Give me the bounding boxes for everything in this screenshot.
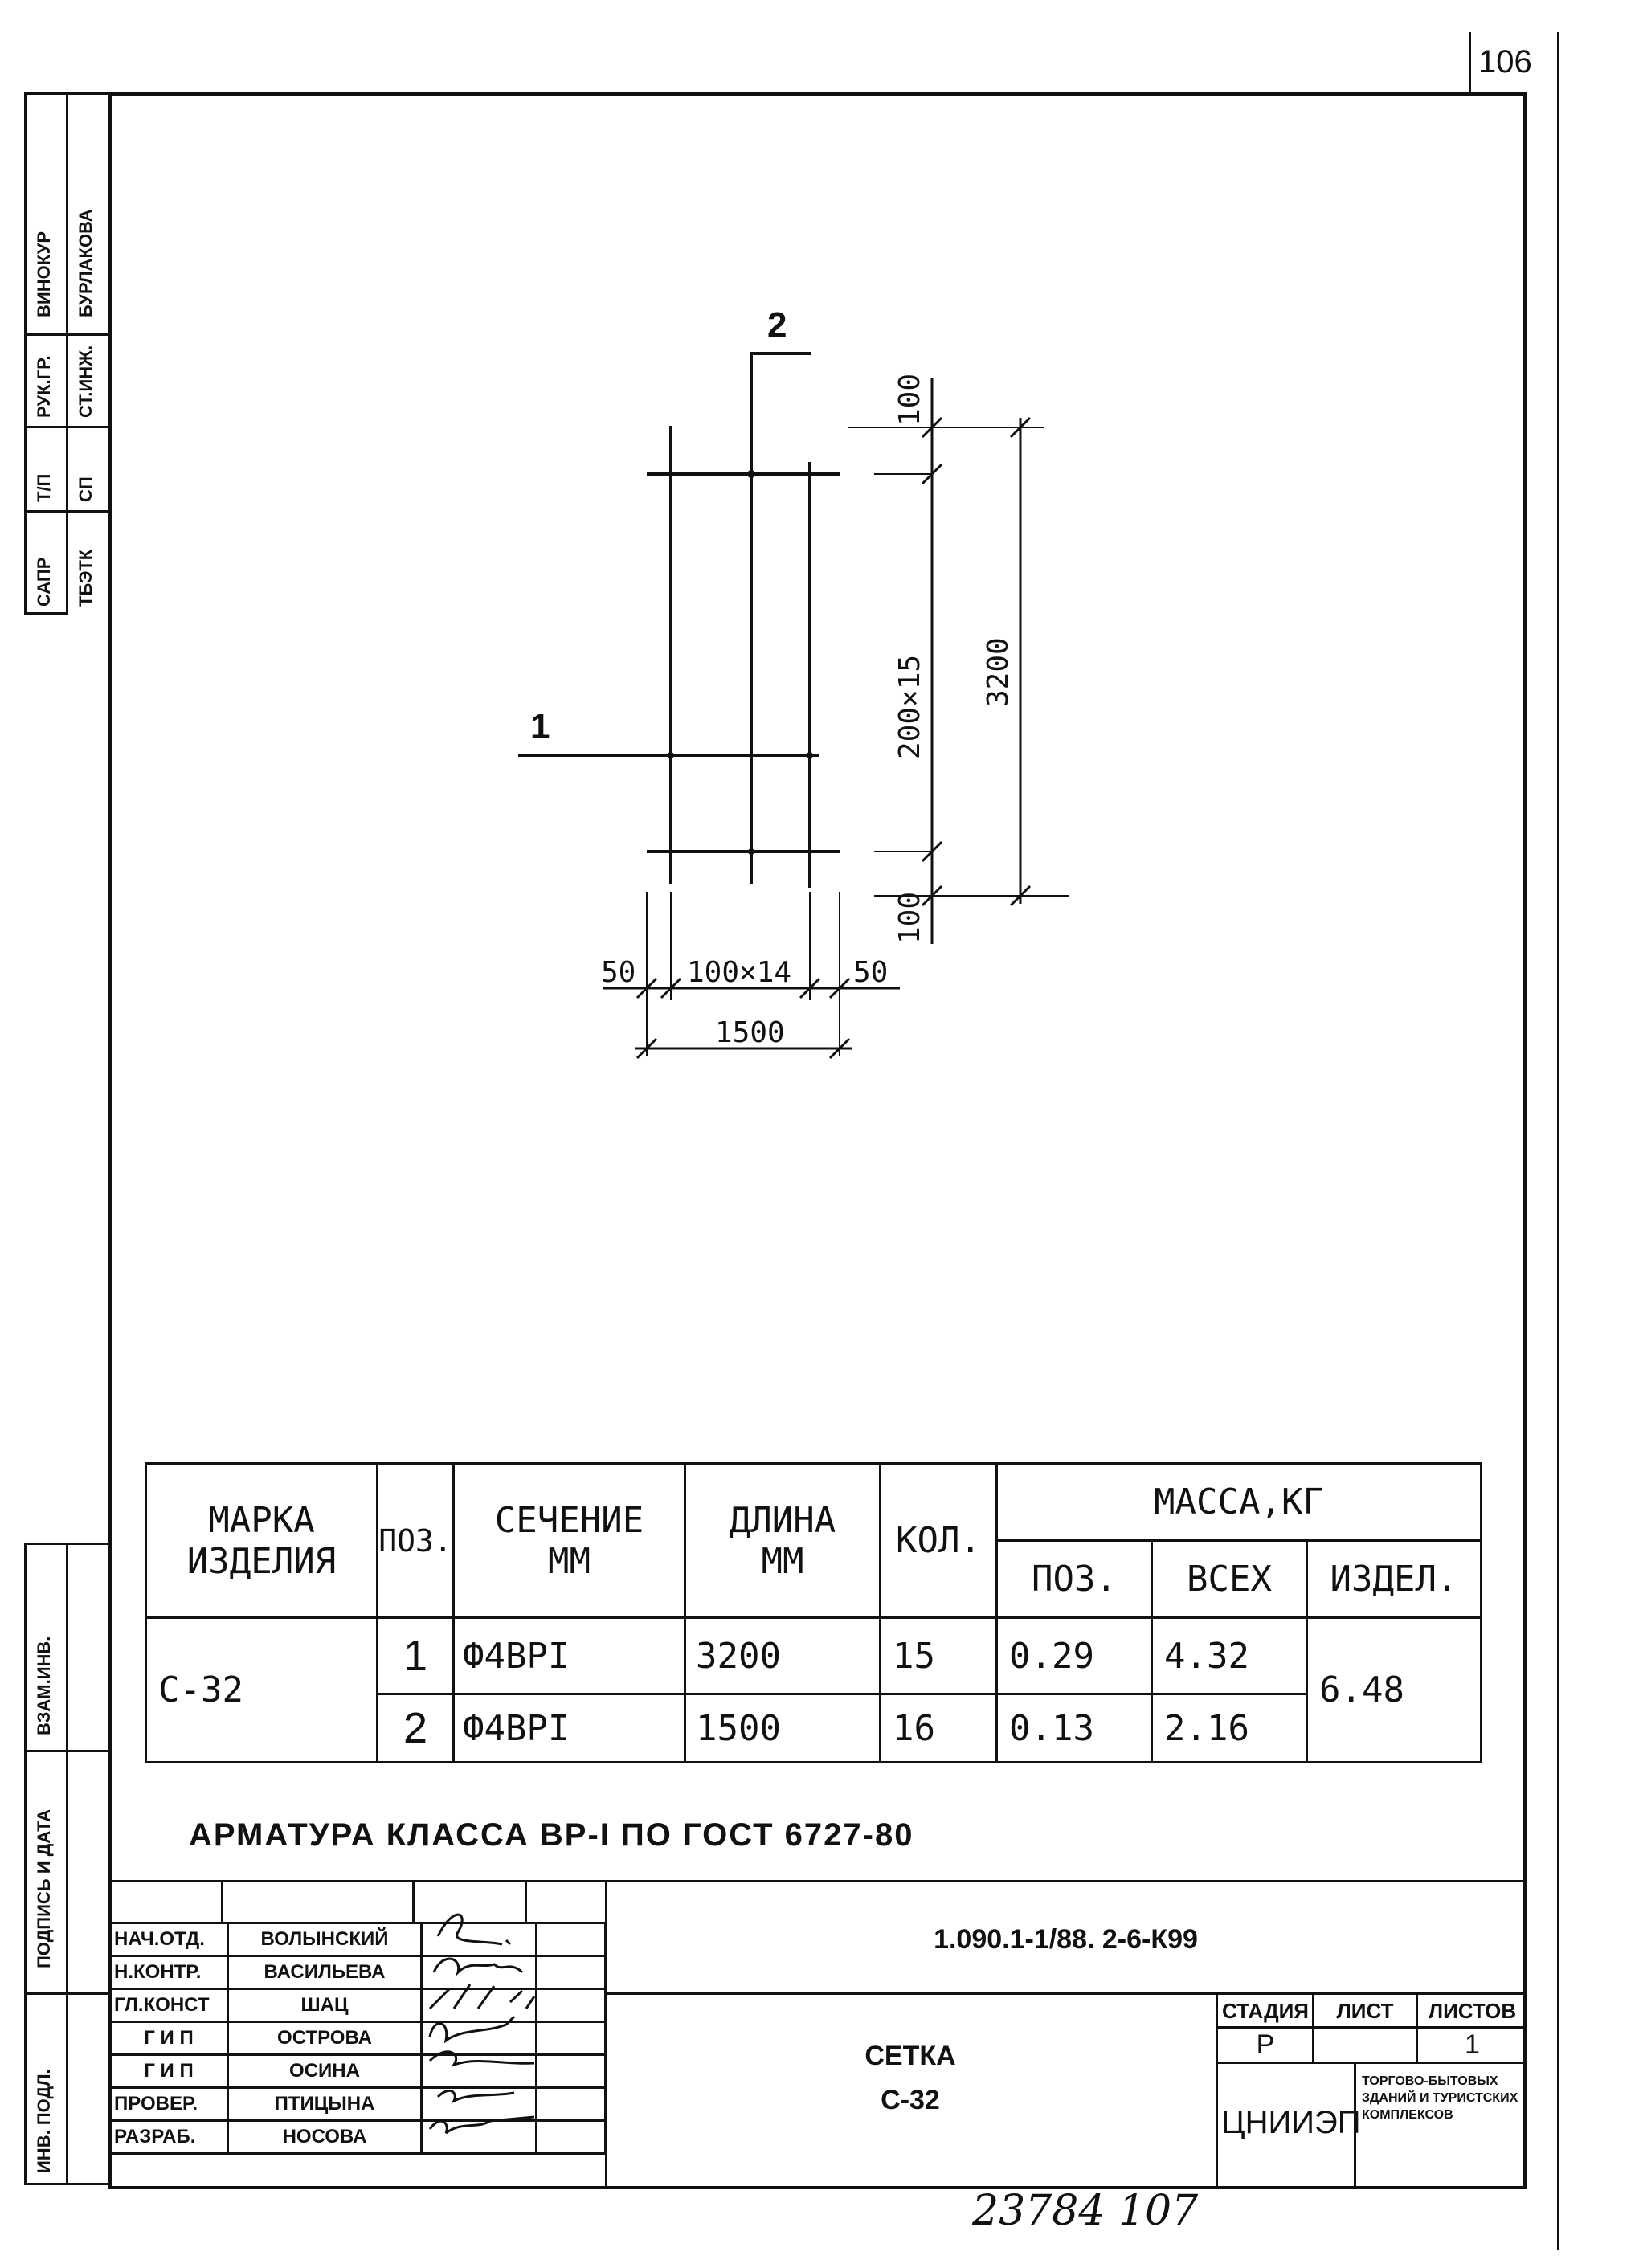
signature-cell xyxy=(420,2021,537,2056)
cell-length: 1500 xyxy=(684,1693,881,1763)
cell-mass-all: 2.16 xyxy=(1151,1693,1308,1763)
outer-right-edge xyxy=(1557,32,1559,2250)
signer-row: Н.КОНТР. ВАСИЛЬЕВА xyxy=(108,1955,607,1990)
side-stamp-value-4: БУРЛАКОВА xyxy=(76,209,96,317)
signature-cell xyxy=(420,1922,537,1957)
sheet-number: 106 xyxy=(1478,44,1532,80)
title-block: НАЧ.ОТД. ВОЛЫНСКИЙ Н.КОНТР. ВАСИЛЬЕВА ГЛ… xyxy=(108,1880,1527,2189)
header-qty: КОЛ. xyxy=(879,1462,998,1619)
cell-mass-all: 4.32 xyxy=(1151,1616,1308,1695)
side-stamp-top: САПР Т/П РУК.ГР. ВИНОКУР ТБЭТК СП СТ.ИНЖ… xyxy=(24,92,108,615)
frame-left xyxy=(108,92,112,2189)
sheet-label: ЛИСТ xyxy=(1336,1999,1394,2023)
sheets-label: ЛИСТОВ xyxy=(1428,1999,1517,2023)
header-mass-all: ВСЕХ xyxy=(1151,1539,1308,1619)
cell-mark: С-32 xyxy=(145,1616,378,1763)
table-row: 2 Ф4ВРI 1500 16 0.13 2.16 xyxy=(146,1693,1482,1763)
dim-bottom-100: 100 xyxy=(893,891,926,944)
cell-section: Ф4ВРI xyxy=(452,1693,686,1763)
side-stamp-header-4: ВИНОКУР xyxy=(34,231,54,317)
cell-section: Ф4ВРI xyxy=(452,1616,686,1695)
organization-note: ТОРГОВО-БЫТОВЫХ ЗДАНИЙ И ТУРИСТСКИХ КОМП… xyxy=(1362,2074,1518,2122)
dim-100x14: 100×14 xyxy=(687,956,792,989)
side-stamp-header-1: САПР xyxy=(34,557,54,607)
dim-top-100: 100 xyxy=(893,373,926,426)
header-section: СЕЧЕНИЕ ММ xyxy=(452,1462,686,1619)
vzam-inv-label: ВЗАМ.ИНВ. xyxy=(34,1636,54,1735)
side-stamp-value-2: СП xyxy=(76,476,96,502)
cell-mass-pos: 0.29 xyxy=(995,1616,1153,1695)
cell-length: 3200 xyxy=(684,1616,881,1695)
header-length: ДЛИНА ММ xyxy=(684,1462,881,1619)
stage-label: СТАДИЯ xyxy=(1221,1999,1309,2023)
frame-top xyxy=(108,92,1527,96)
drawing-title-2: С-32 xyxy=(881,2085,940,2115)
drawing-title-1: СЕТКА xyxy=(864,2041,956,2071)
signature-date-label: ПОДПИСЬ И ДАТА xyxy=(34,1808,54,1968)
specification-table: МАРКА ИЗДЕЛИЯ ПОЗ. СЕЧЕНИЕ ММ ДЛИНА ММ К… xyxy=(145,1462,1482,1763)
mesh-drawing xyxy=(518,352,1069,1060)
dim-50-right: 50 xyxy=(853,956,889,989)
header-pos: ПОЗ. xyxy=(376,1462,455,1619)
cell-mass-pos: 0.13 xyxy=(995,1693,1153,1763)
reinforcement-note: АРМАТУРА КЛАССА ВР-I ПО ГОСТ 6727-80 xyxy=(189,1817,914,1853)
frame-right xyxy=(1523,92,1527,2189)
signer-row: РАЗРАБ. НОСОВА xyxy=(108,2119,607,2155)
sheets-value: 1 xyxy=(1465,2029,1480,2060)
signature-cell xyxy=(420,2053,537,2089)
side-stamp-value-3: СТ.ИНЖ. xyxy=(76,345,96,418)
handwritten-number: 23784 107 xyxy=(972,2187,1199,2235)
signature-cell xyxy=(420,2086,537,2122)
sheet-number-box-left xyxy=(1469,32,1471,95)
side-stamp-header-2: Т/П xyxy=(34,473,54,502)
signature-table: НАЧ.ОТД. ВОЛЫНСКИЙ Н.КОНТР. ВАСИЛЬЕВА ГЛ… xyxy=(108,1922,607,2155)
signer-row: НАЧ.ОТД. ВОЛЫНСКИЙ xyxy=(108,1922,607,1957)
stage-value: Р xyxy=(1256,2029,1275,2060)
dim-1500: 1500 xyxy=(715,1016,785,1049)
table-row: С-32 1 Ф4ВРI 3200 15 0.29 4.32 6.48 xyxy=(145,1616,1482,1763)
pos-label-2: 2 xyxy=(767,305,787,345)
signatures xyxy=(428,1913,536,2135)
signer-row: Г И П ОСТРОВА xyxy=(108,2021,607,2056)
cell-pos: 2 xyxy=(376,1693,455,1763)
signature-cell xyxy=(420,1955,537,1990)
side-stamp-bottom: ИНВ. ПОДЛ. ПОДПИСЬ И ДАТА ВЗАМ.ИНВ. xyxy=(24,1543,108,2185)
cell-item-mass: 6.48 xyxy=(1306,1616,1482,1763)
dim-50-left: 50 xyxy=(601,956,636,989)
leader-pos-2 xyxy=(750,352,811,470)
signer-row: ПРОВЕР. ПТИЦЫНА xyxy=(108,2086,607,2122)
organization: ЦНИИЭП xyxy=(1221,2105,1361,2140)
cell-qty: 15 xyxy=(879,1616,998,1695)
signer-row: Г И П ОСИНА xyxy=(108,2053,607,2089)
dim-200x15: 200×15 xyxy=(893,654,926,759)
inv-podl-label: ИНВ. ПОДЛ. xyxy=(34,2069,54,2173)
cell-qty: 16 xyxy=(879,1693,998,1763)
header-mass-pos: ПОЗ. xyxy=(995,1539,1153,1619)
frame-bottom xyxy=(108,2186,1527,2189)
header-mass-item: ИЗДЕЛ. xyxy=(1306,1539,1482,1619)
side-stamp-header-3: РУК.ГР. xyxy=(34,355,54,418)
side-stamp-value-1: ТБЭТК xyxy=(76,549,96,607)
header-mass: МАССА,КГ xyxy=(995,1462,1482,1542)
cell-pos: 1 xyxy=(376,1616,455,1695)
pos-label-1: 1 xyxy=(530,707,550,746)
document-code: 1.090.1-1/88. 2-6-К99 xyxy=(934,1924,1198,1955)
header-mark: МАРКА ИЗДЕЛИЯ xyxy=(145,1462,378,1619)
dim-3200: 3200 xyxy=(982,637,1015,707)
